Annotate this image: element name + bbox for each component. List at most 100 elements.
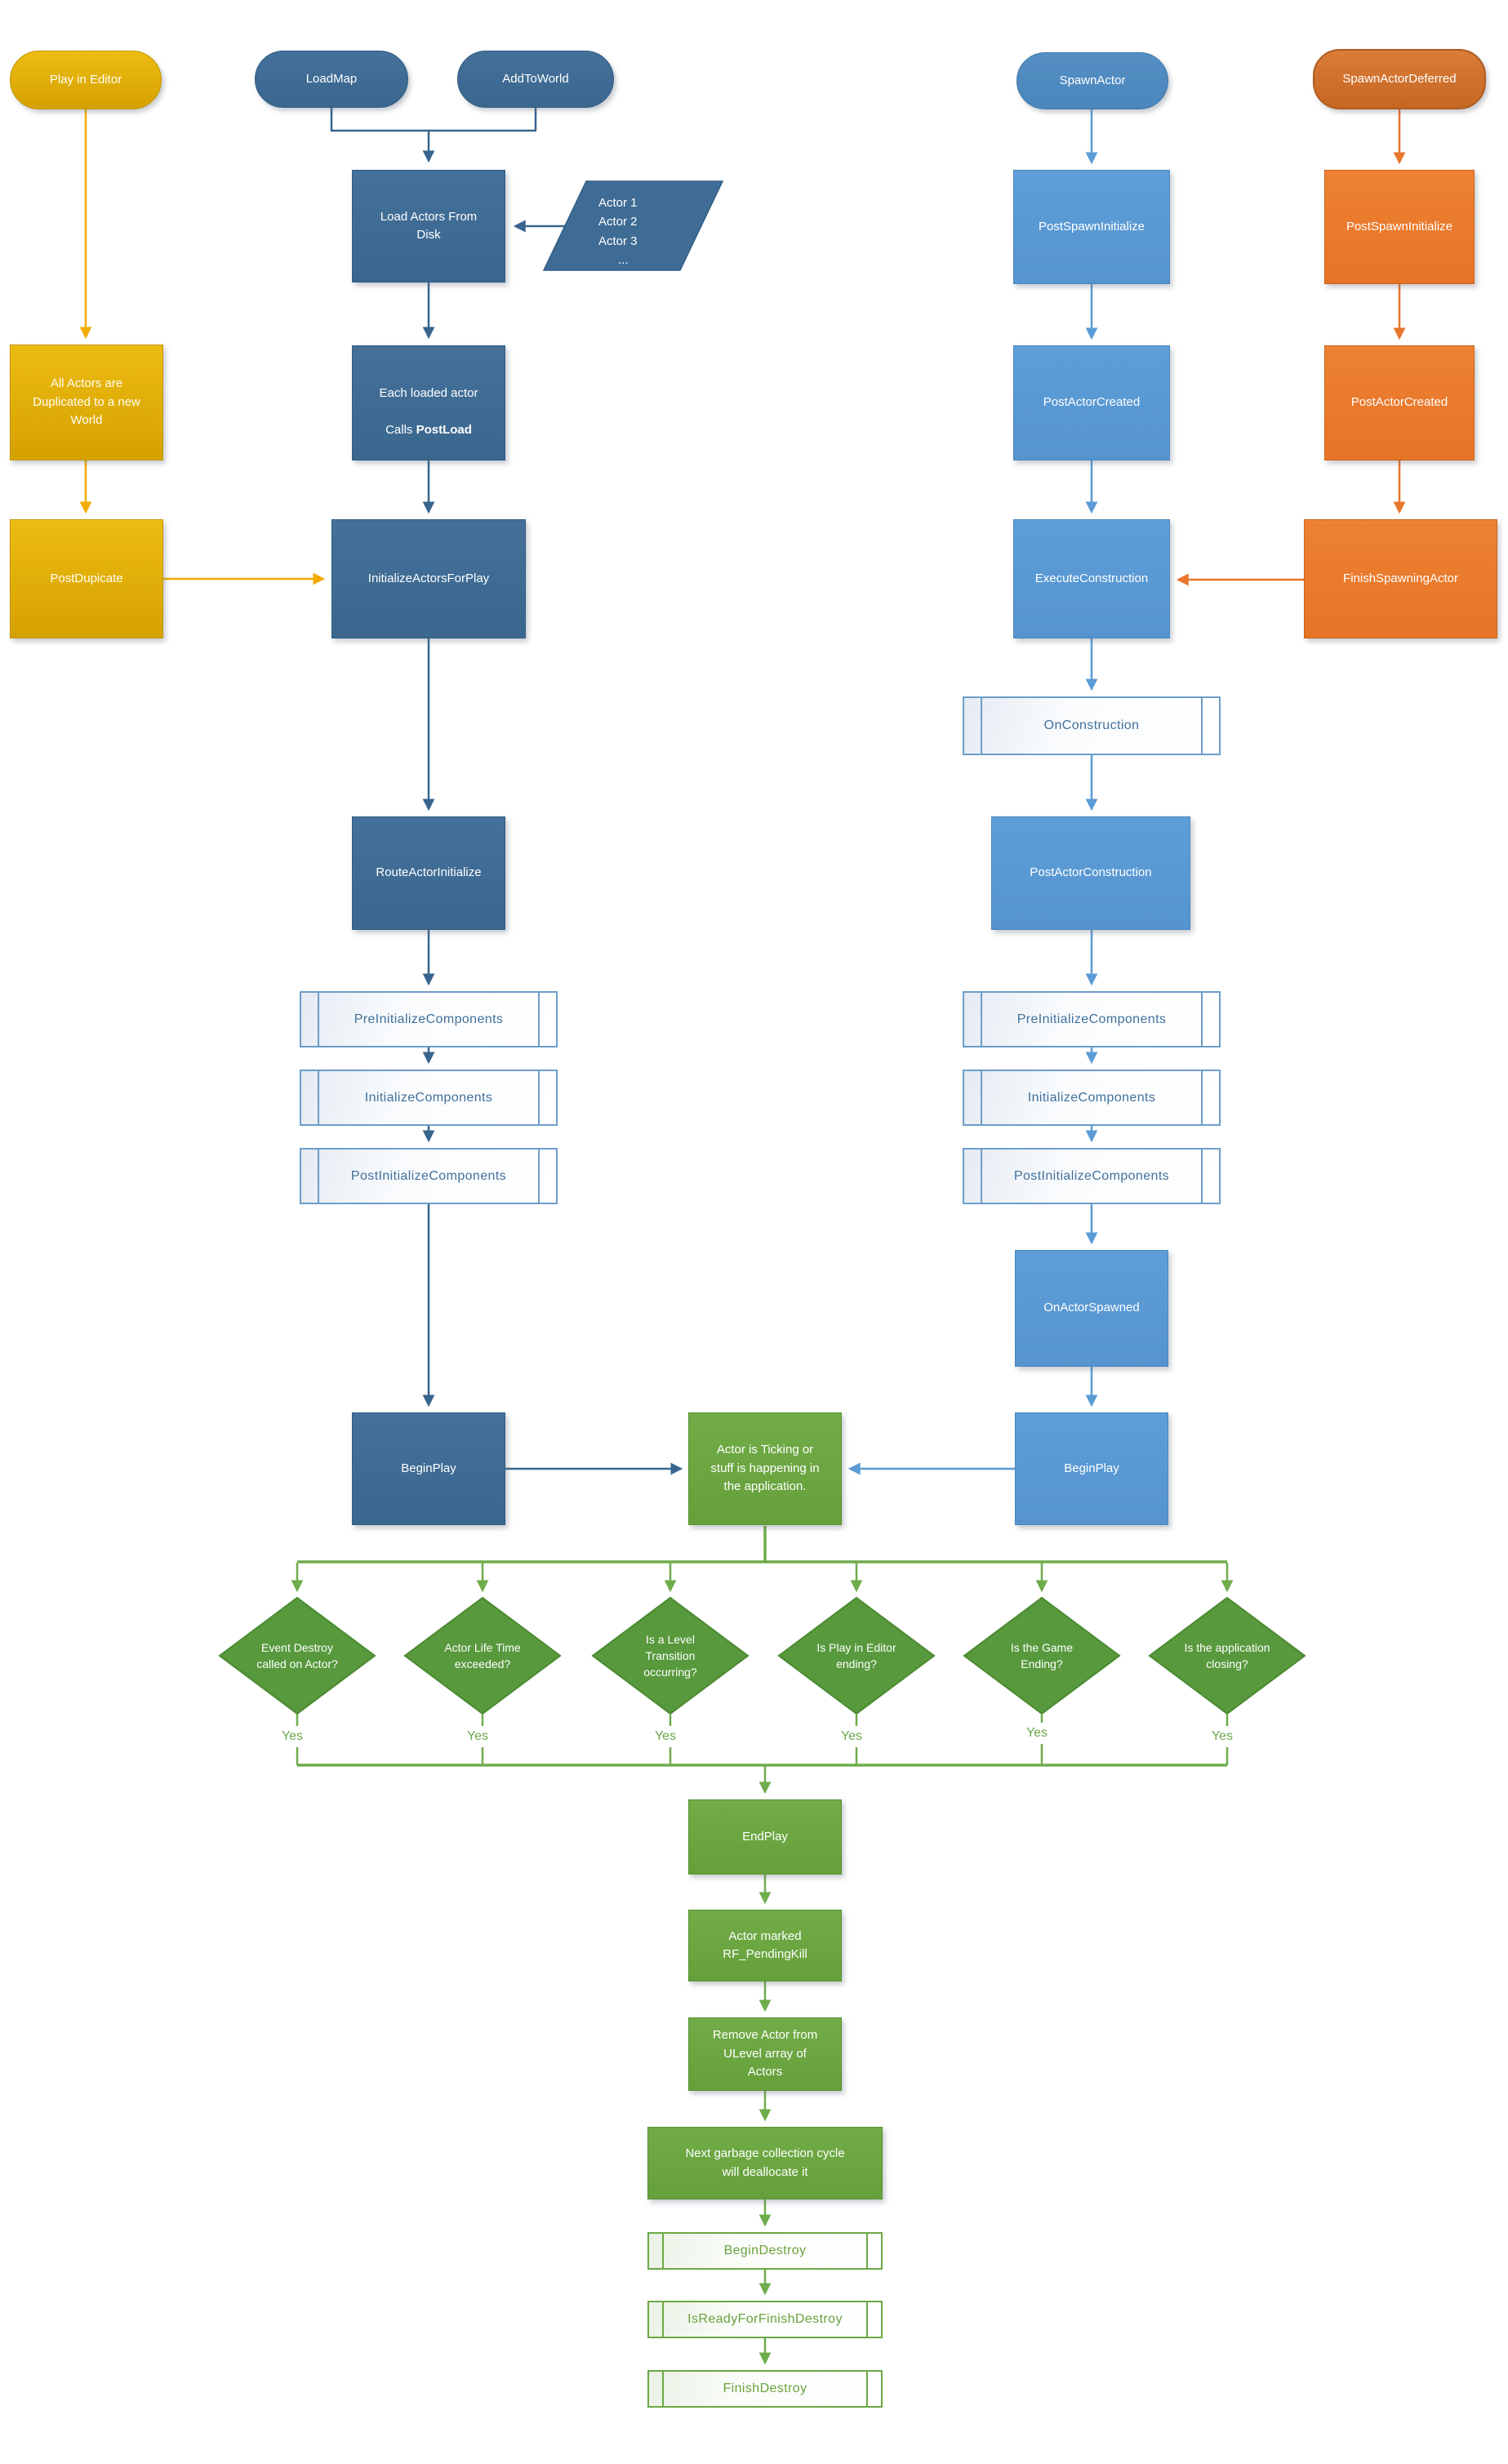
node-pre-initialize-components-right: PreInitializeComponents	[963, 991, 1221, 1047]
node-remove-actor: Remove Actor from ULevel array of Actors	[688, 2017, 842, 2091]
node-label: Is the Game Ending?	[1010, 1640, 1074, 1670]
actors-list-line: Actor 2	[598, 215, 638, 229]
each-loaded-line2-bold: PostLoad	[416, 423, 472, 437]
node-label: PostActorCreated	[1350, 395, 1448, 410]
node-actor-marked: Actor marked RF_PendingKill	[688, 1910, 842, 1981]
yes-text: Yes	[654, 1729, 677, 1743]
node-label: PostInitializeComponents	[1013, 1168, 1170, 1183]
node-label: OnConstruction	[1043, 718, 1140, 732]
each-loaded-line1: Each loaded actor	[379, 386, 478, 400]
node-label: Remove Actor from ULevel array of Actors	[712, 2028, 818, 2079]
each-loaded-line2-prefix: Calls	[385, 423, 416, 437]
node-label: Actor is Ticking or stuff is happening i…	[710, 1443, 820, 1494]
yes-text: Yes	[466, 1729, 489, 1743]
diamond-app-closing-shape	[1148, 1596, 1306, 1715]
node-finish-destroy: FinishDestroy	[647, 2370, 883, 2408]
dark-blue-connectors	[330, 108, 683, 1475]
node-label: FinishSpawningActor	[1343, 571, 1458, 585]
node-each-loaded-actor: Each loaded actor Calls PostLoad	[352, 345, 505, 460]
node-diamond-pie-ending: Is Play in Editor ending?	[791, 1620, 922, 1692]
node-label: Actor Life Time exceeded?	[444, 1640, 521, 1670]
node-label: PostDupicate	[50, 571, 123, 585]
node-play-in-editor: Play in Editor	[10, 51, 162, 109]
decision-diamonds	[218, 1596, 1306, 1715]
node-diamond-level-transition: Is a Level Transition occurring?	[605, 1620, 736, 1692]
node-label: SpawnActor	[1059, 73, 1126, 87]
node-actor-ticking: Actor is Ticking or stuff is happening i…	[688, 1412, 842, 1525]
node-is-ready-for-finish-destroy: IsReadyForFinishDestroy	[647, 2301, 883, 2338]
node-label: InitializeComponents	[1027, 1090, 1156, 1105]
node-label: PostSpawnInitialize	[1346, 219, 1453, 234]
node-begin-destroy: BeginDestroy	[647, 2232, 883, 2270]
node-label: PostSpawnInitialize	[1038, 219, 1145, 234]
node-label: Actor marked RF_PendingKill	[723, 1928, 807, 1962]
node-label: Is the application closing?	[1184, 1640, 1270, 1670]
node-begin-play-left: BeginPlay	[352, 1412, 505, 1525]
diamond-event-destroy-shape	[218, 1596, 376, 1715]
node-label: SpawnActorDeferred	[1342, 71, 1457, 86]
node-post-spawn-initialize-blue: PostSpawnInitialize	[1013, 170, 1170, 284]
node-add-to-world: AddToWorld	[457, 51, 614, 108]
yellow-connectors	[79, 109, 326, 585]
yes-text: Yes	[1211, 1729, 1234, 1743]
node-load-actors-from-disk: Load Actors From Disk	[352, 170, 505, 282]
yes-label-2: Yes	[455, 1726, 500, 1747]
node-label: PreInitializeComponents	[354, 1012, 504, 1026]
node-execute-construction: ExecuteConstruction	[1013, 519, 1170, 638]
diamond-life-time-shape	[403, 1596, 562, 1715]
node-label: Play in Editor	[49, 72, 122, 87]
node-diamond-app-closing: Is the application closing?	[1162, 1620, 1292, 1692]
node-post-initialize-components-left: PostInitializeComponents	[300, 1148, 558, 1204]
node-spawn-actor: SpawnActor	[1016, 52, 1168, 109]
yes-label-5: Yes	[1014, 1723, 1060, 1744]
yes-label-1: Yes	[269, 1726, 315, 1747]
node-diamond-life-time: Actor Life Time exceeded?	[417, 1620, 548, 1692]
node-label: Load Actors From Disk	[380, 209, 478, 242]
node-spawn-actor-deferred: SpawnActorDeferred	[1313, 49, 1486, 109]
yes-label-6: Yes	[1199, 1726, 1245, 1747]
node-diamond-event-destroy: Event Destroy called on Actor?	[232, 1620, 363, 1692]
node-post-initialize-components-right: PostInitializeComponents	[963, 1148, 1221, 1204]
yes-text: Yes	[281, 1729, 304, 1743]
node-label: PostActorCreated	[1043, 395, 1141, 410]
node-label: PostInitializeComponents	[350, 1168, 507, 1183]
node-post-actor-created-orange: PostActorCreated	[1324, 345, 1475, 460]
node-label: BeginPlay	[401, 1461, 456, 1475]
actors-list-parallelogram	[542, 180, 724, 271]
diamond-level-transition-shape	[591, 1596, 750, 1715]
light-blue-connectors	[847, 109, 1098, 1475]
node-all-actors-duplicated: All Actors are Duplicated to a new World	[10, 345, 163, 460]
node-label: Each loaded actor Calls PostLoad	[380, 367, 478, 440]
node-label: Is Play in Editor ending?	[816, 1640, 896, 1670]
node-label: InitializeComponents	[364, 1090, 493, 1105]
node-actors-list-text: Actor 1 Actor 2 Actor 3 ...	[598, 193, 705, 269]
yes-label-3: Yes	[643, 1726, 688, 1747]
node-label: OnActorSpawned	[1043, 1301, 1140, 1315]
node-label: BeginDestroy	[723, 2244, 807, 2257]
actors-list-line: Actor 1	[598, 196, 638, 210]
node-diamond-game-ending: Is the Game Ending?	[976, 1620, 1107, 1692]
node-finish-spawning-actor: FinishSpawningActor	[1304, 519, 1497, 638]
yes-text: Yes	[1025, 1726, 1048, 1740]
node-initialize-components-left: InitializeComponents	[300, 1070, 558, 1126]
node-label: PostActorConstruction	[1030, 865, 1152, 880]
node-label: AddToWorld	[502, 71, 569, 86]
node-initialize-actors-for-play: InitializeActorsForPlay	[331, 519, 526, 638]
node-post-actor-created-blue: PostActorCreated	[1013, 345, 1170, 460]
node-label: IsReadyForFinishDestroy	[687, 2312, 843, 2326]
node-begin-play-right: BeginPlay	[1015, 1412, 1168, 1525]
node-label: All Actors are Duplicated to a new World	[33, 376, 140, 428]
node-load-map: LoadMap	[255, 51, 408, 108]
node-post-spawn-initialize-orange: PostSpawnInitialize	[1324, 170, 1475, 284]
node-end-play: EndPlay	[688, 1799, 842, 1875]
diamond-game-ending-shape	[963, 1596, 1121, 1715]
yes-label-4: Yes	[829, 1726, 874, 1747]
node-on-actor-spawned: OnActorSpawned	[1015, 1250, 1168, 1367]
node-label: LoadMap	[305, 71, 358, 86]
node-label: Event Destroy called on Actor?	[256, 1640, 338, 1670]
node-label: PreInitializeComponents	[1016, 1012, 1167, 1026]
node-label: Is a Level Transition occurring?	[643, 1632, 697, 1679]
node-next-garbage: Next garbage collection cycle will deall…	[647, 2127, 883, 2199]
node-post-dupicate: PostDupicate	[10, 519, 163, 638]
node-label: BeginPlay	[1064, 1461, 1119, 1475]
